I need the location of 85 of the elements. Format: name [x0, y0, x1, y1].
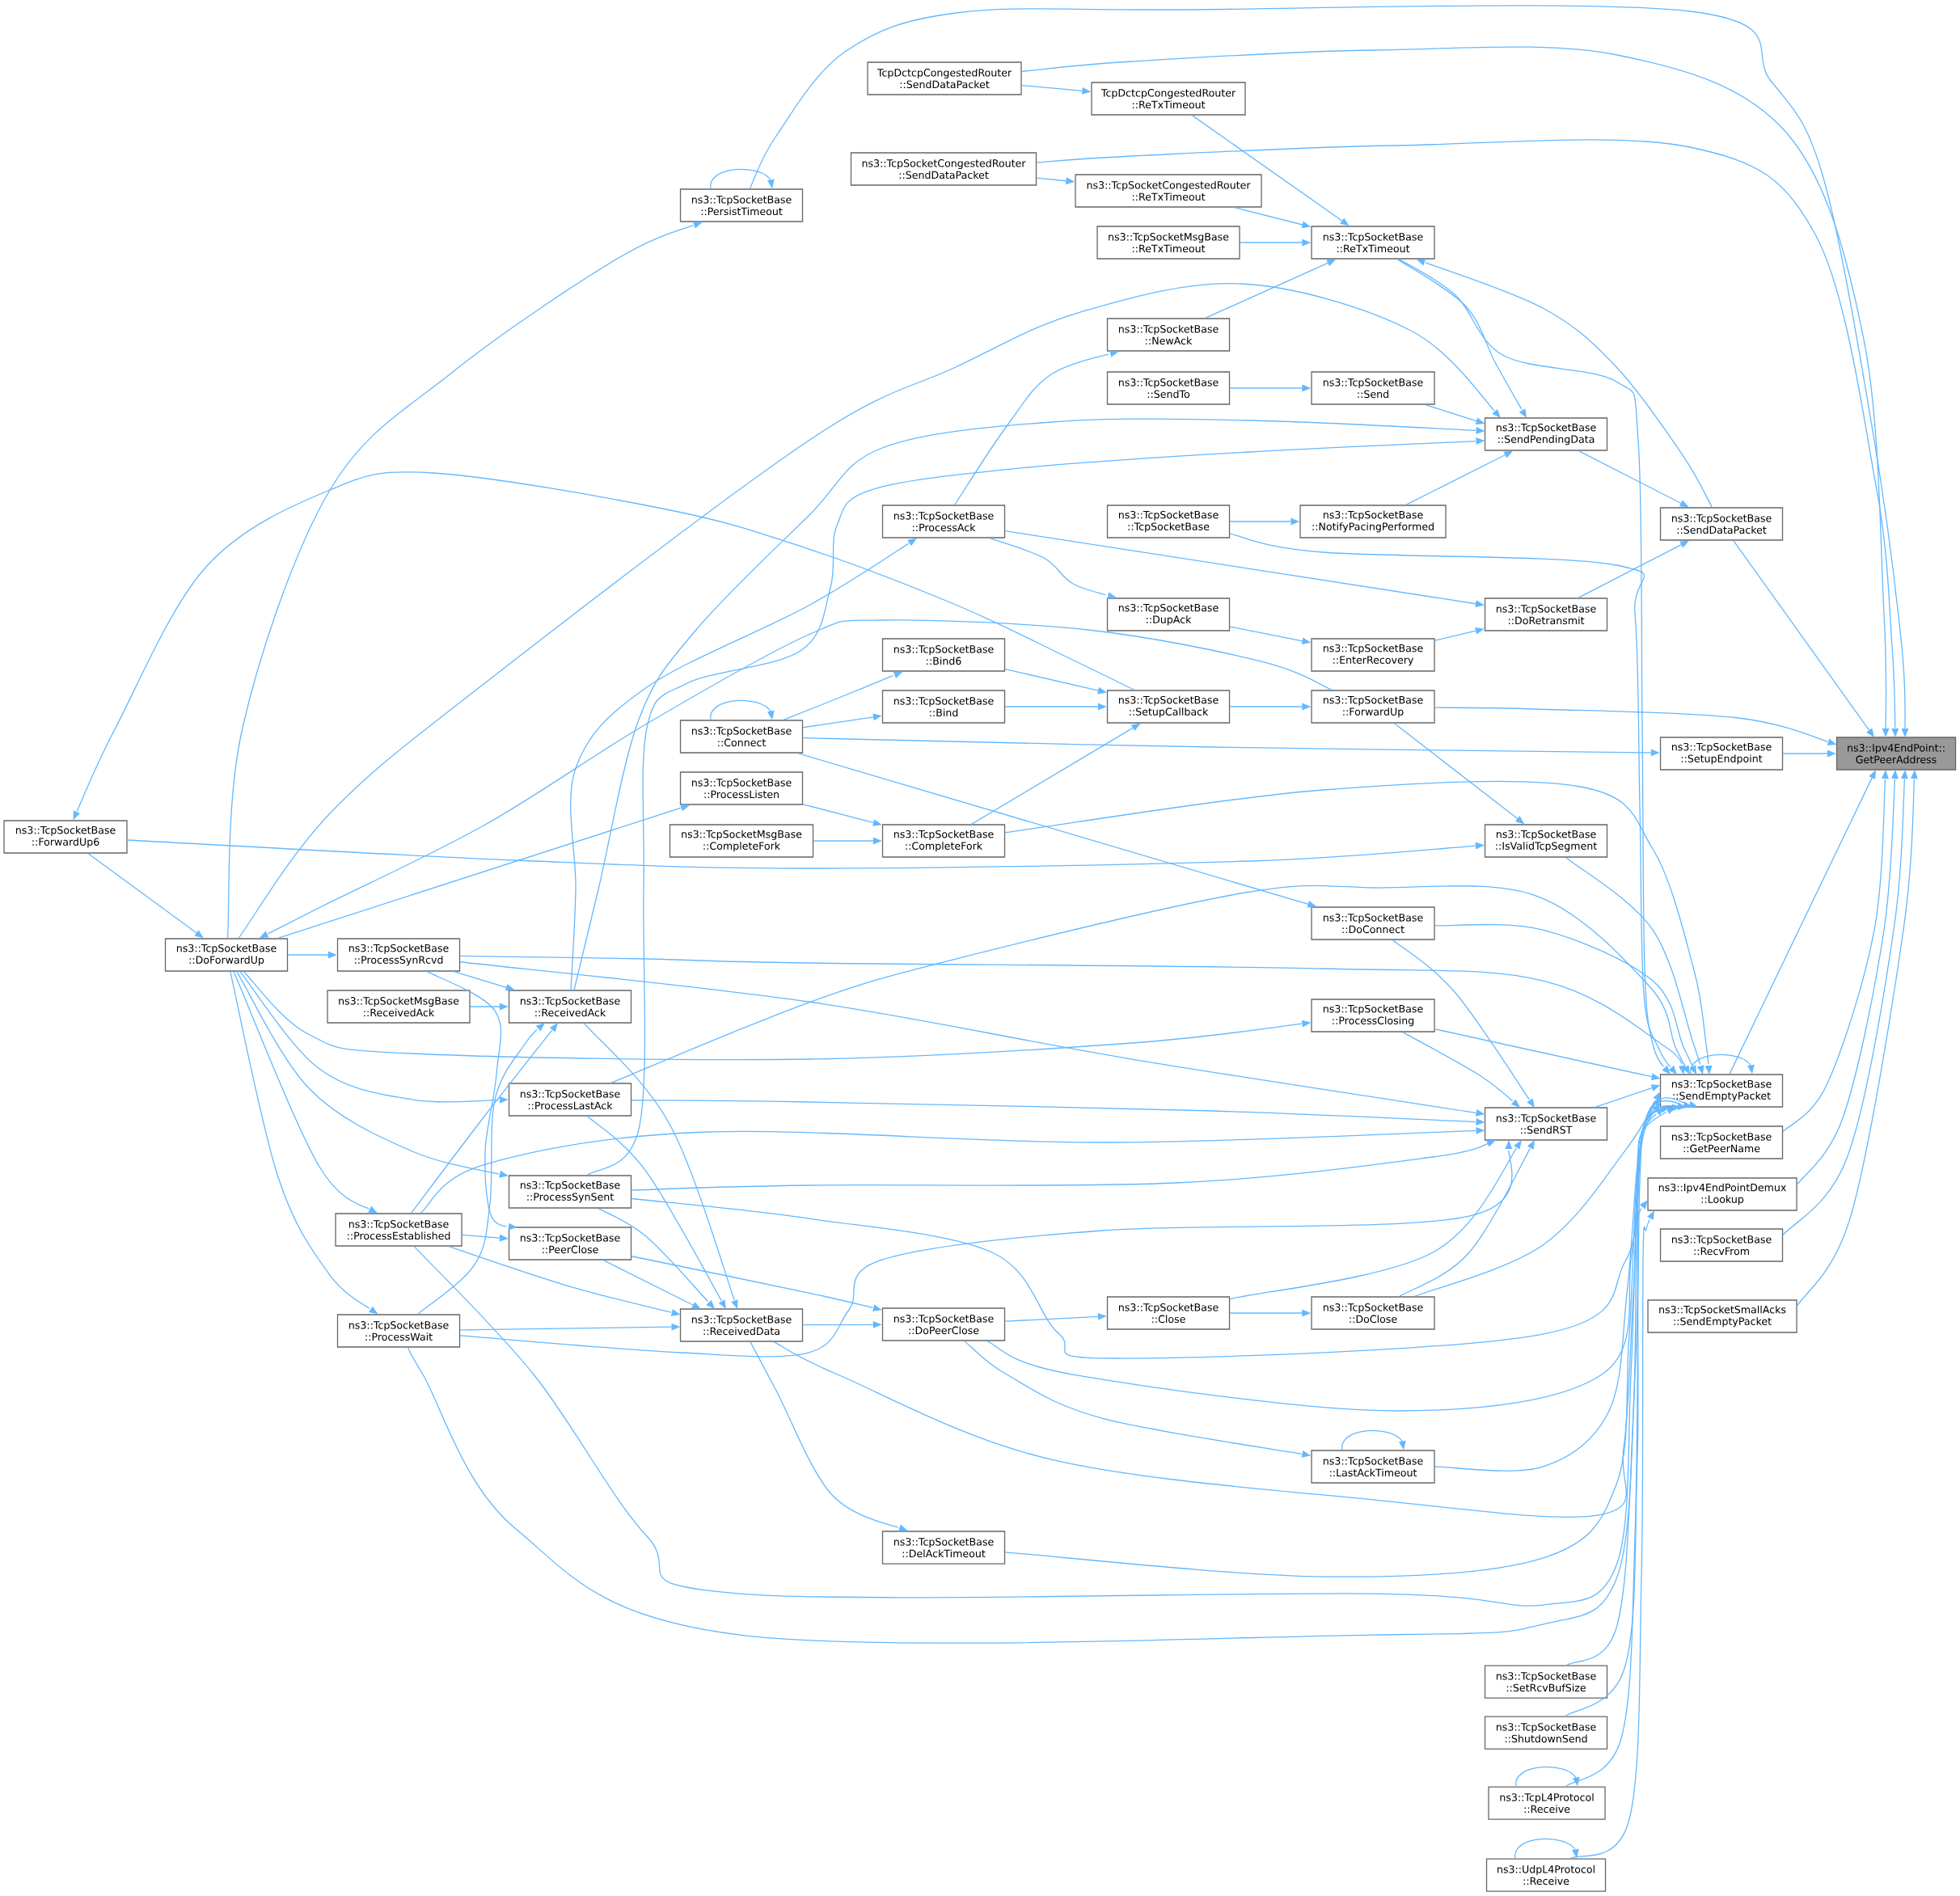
arrow: [410, 1023, 558, 1214]
function-box: ns3::TcpSocketBase ::LastAckTimeout: [1311, 1450, 1435, 1484]
function-box: ns3::TcpSocketBase ::Bind6: [881, 638, 1006, 672]
function-box: ns3::TcpSocketBase ::CompleteFork: [881, 824, 1006, 858]
function-box: ns3::TcpSocketBase ::SetupCallback: [1106, 690, 1231, 724]
function-box: ns3::TcpSocketBase ::ProcessSynSent: [508, 1175, 632, 1209]
function-box: ns3::TcpSocketBase ::DoForwardUp: [164, 938, 289, 972]
function-box: ns3::TcpSocketCongestedRouter ::ReTxTimeout: [1075, 174, 1262, 208]
arrow: [1229, 533, 1677, 1075]
function-box: ns3::TcpSocketBase ::SendEmptyPacket: [1659, 1074, 1784, 1108]
function-box: ns3::TcpSocketBase ::DelAckTimeout: [881, 1531, 1006, 1565]
function-box: ns3::TcpSocketBase ::IsValidTcpSegment: [1484, 824, 1608, 858]
arrow: [233, 971, 378, 1214]
function-box: ns3::TcpSocketBase ::ReTxTimeout: [1311, 226, 1435, 260]
function-box: ns3::TcpSocketBase ::PersistTimeout: [679, 188, 804, 222]
arrow: [1413, 1092, 1661, 1297]
function-box: ns3::TcpSocketBase ::Connect: [679, 720, 804, 754]
loop-arrow: [1690, 1054, 1755, 1075]
arrow: [1733, 540, 1874, 737]
arrow: [1399, 1140, 1535, 1297]
function-box: ns3::TcpSocketBase ::ProcessListen: [679, 771, 804, 805]
function-box: ns3::TcpSocketBase ::ProcessSynRcvd: [336, 938, 461, 972]
function-box: ns3::TcpSocketBase ::ForwardUp: [1311, 690, 1435, 724]
loop-arrow: [1341, 1429, 1406, 1451]
function-box: ns3::TcpSocketBase ::DupAck: [1106, 598, 1231, 631]
function-box: ns3::TcpSocketBase ::SendRST: [1484, 1107, 1608, 1141]
function-box: ns3::TcpSocketBase ::ProcessLastAck: [508, 1083, 632, 1117]
arrow: [587, 1116, 726, 1309]
loop-arrow: [710, 699, 775, 720]
function-box: ns3::TcpSocketBase ::ReceivedAck: [508, 990, 632, 1024]
function-box: ns3::TcpSocketMsgBase ::ReTxTimeout: [1096, 226, 1240, 260]
function-box: ns3::TcpSocketBase ::DoRetransmit: [1484, 598, 1608, 631]
arrow: [417, 1023, 545, 1315]
function-box: ns3::TcpSocketBase ::ProcessAck: [881, 505, 1006, 538]
function-box: ns3::TcpSocketBase ::NotifyPacingPerformed: [1299, 505, 1447, 538]
function-box: ns3::UdpL4Protocol ::Receive: [1485, 1858, 1607, 1892]
function-box: ns3::TcpSocketBase ::DoPeerClose: [881, 1307, 1006, 1341]
function-box: ns3::TcpSocketBase ::GetPeerName: [1659, 1125, 1784, 1159]
function-box: ns3::TcpSocketBase ::ProcessWait: [336, 1314, 461, 1348]
function-box: ns3::TcpSocketBase ::ProcessEstablished: [335, 1213, 463, 1247]
function-box: ns3::TcpSocketMsgBase ::CompleteFork: [669, 824, 814, 858]
loop-arrow: [1515, 1766, 1580, 1788]
function-box: ns3::TcpSocketBase ::PeerClose: [508, 1227, 632, 1260]
function-box: ns3::TcpSocketBase ::ShutdownSend: [1484, 1716, 1608, 1750]
function-box: ns3::TcpSocketMsgBase ::ReceivedAck: [327, 990, 471, 1024]
function-box: ns3::TcpSocketBase ::EnterRecovery: [1311, 638, 1435, 672]
function-box: ns3::TcpSocketBase ::RecvFrom: [1659, 1228, 1784, 1262]
arrow: [1392, 940, 1535, 1108]
arrow: [631, 1107, 1664, 1359]
arrow: [1565, 1200, 1648, 1788]
arrow: [1398, 259, 1671, 1075]
loop-arrow: [1514, 1838, 1579, 1860]
highlighted-function-box: ns3::Ipv4EndPoint:: GetPeerAddress: [1835, 737, 1957, 771]
function-box: ns3::TcpSocketBase ::DoConnect: [1311, 906, 1435, 940]
arrow: [1578, 540, 1689, 598]
function-box: ns3::TcpSocketBase ::SendPendingData: [1484, 417, 1608, 451]
function-box: ns3::TcpSocketBase ::DoClose: [1311, 1296, 1435, 1330]
function-box: ns3::TcpSocketBase ::Close: [1106, 1296, 1231, 1330]
function-box: TcpDctcpCongestedRouter ::ReTxTimeout: [1091, 82, 1246, 116]
function-box: ns3::TcpSocketBase ::TcpSocketBase: [1106, 505, 1231, 538]
arrow: [1570, 1210, 1654, 1860]
arrow: [602, 1260, 701, 1309]
function-box: ns3::TcpSocketSmallAcks ::SendEmptyPacket: [1647, 1299, 1797, 1333]
function-box: ns3::TcpSocketBase ::ForwardUp6: [3, 820, 128, 854]
function-box: ns3::TcpSocketBase ::SetRcvBufSize: [1484, 1665, 1608, 1699]
function-box: TcpDctcpCongestedRouter ::SendDataPacket: [867, 61, 1022, 95]
function-box: ns3::TcpSocketBase ::SendDataPacket: [1659, 507, 1784, 541]
arrow: [610, 885, 1690, 1083]
function-box: ns3::TcpL4Protocol ::Receive: [1488, 1786, 1606, 1820]
function-box: ns3::TcpSocketBase ::SetupEndpoint: [1659, 737, 1784, 771]
loop-arrow: [710, 168, 775, 189]
arrow: [1396, 259, 1527, 418]
function-box: ns3::TcpSocketCongestedRouter ::SendDataPacket: [850, 152, 1037, 186]
arrow: [1434, 923, 1696, 1075]
function-box: ns3::TcpSocketBase ::Bind: [881, 690, 1006, 724]
function-box: ns3::TcpSocketBase ::NewAck: [1106, 318, 1231, 352]
arrow: [238, 282, 1501, 939]
arrow: [1402, 1032, 1520, 1108]
function-box: ns3::TcpSocketBase ::SendTo: [1106, 371, 1231, 405]
arrow: [1229, 1140, 1522, 1300]
function-box: ns3::TcpSocketBase ::Send: [1311, 371, 1435, 405]
function-box: ns3::Ipv4EndPointDemux ::Lookup: [1647, 1177, 1797, 1211]
function-box: ns3::TcpSocketBase ::ReceivedData: [679, 1308, 804, 1342]
arrow: [598, 1208, 715, 1309]
function-box: ns3::TcpSocketBase ::ProcessClosing: [1311, 999, 1435, 1032]
